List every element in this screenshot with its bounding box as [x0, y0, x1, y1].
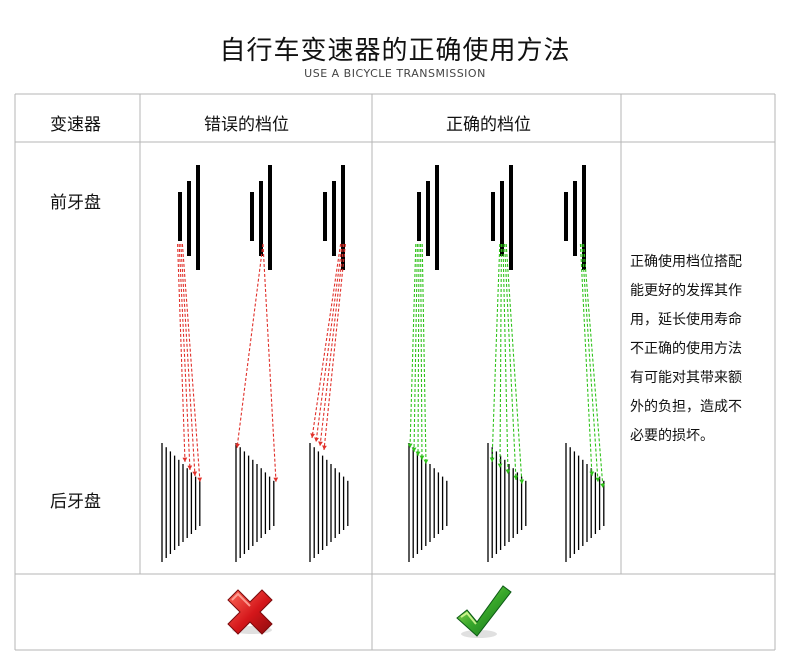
- chain-arrow: [315, 243, 343, 443]
- chain-arrow: [409, 243, 417, 449]
- chain-arrow: [583, 243, 604, 489]
- chain-arrow-head: [273, 477, 279, 482]
- green-check-icon: [456, 585, 512, 638]
- chain-arrow: [311, 243, 342, 439]
- chain-arrow: [181, 243, 201, 483]
- page-subtitle: USE A BICYCLE TRANSMISSION: [304, 67, 486, 80]
- note-line: 正确使用档位搭配: [630, 254, 742, 270]
- chain-arrow-head: [187, 465, 193, 470]
- gear-marks: [161, 165, 605, 562]
- chain-arrow: [491, 243, 501, 463]
- chain-arrow-head: [235, 443, 240, 448]
- chain-arrow-head: [519, 479, 525, 484]
- chain-arrow: [262, 243, 277, 483]
- page-title: 自行车变速器的正确使用方法: [219, 36, 571, 66]
- chain-arrow-head: [182, 457, 188, 462]
- chain-arrow: [420, 243, 423, 461]
- note-line: 外的负担，造成不: [630, 399, 742, 415]
- chain-arrow-head: [513, 475, 519, 480]
- chain-arrow-head: [497, 463, 503, 468]
- label-rear-cassette: 后牙盘: [50, 492, 101, 512]
- chain-arrow: [178, 243, 191, 471]
- chain-arrow-head: [419, 455, 425, 460]
- chain-arrow: [504, 243, 517, 481]
- chain-arrow-head: [415, 451, 421, 456]
- note-line: 不正确的使用方法: [630, 341, 742, 357]
- header-right-gear: 正确的档位: [446, 115, 531, 135]
- usage-note: 正确使用档位搭配 能更好的发挥其作 用，延长使用寿命 不正确的使用方法 有可能对…: [630, 248, 770, 451]
- note-line: 能更好的发挥其作: [630, 283, 742, 299]
- chain-arrow-head: [192, 471, 198, 476]
- chain-arrow-head: [318, 441, 323, 446]
- chain-arrow: [505, 243, 523, 485]
- chain-arrow-head: [322, 445, 327, 450]
- chain-arrow: [421, 243, 427, 465]
- chain-arrow-head: [423, 459, 429, 464]
- chain-arrow-head: [197, 477, 203, 482]
- label-front-chainring: 前牙盘: [50, 193, 101, 213]
- chain-arrow-head: [600, 483, 606, 488]
- note-line: 用，延长使用寿命: [630, 312, 742, 328]
- chain-arrow: [236, 243, 264, 449]
- chain-arrow-head: [595, 477, 601, 482]
- chain-arrow-head: [589, 471, 595, 476]
- chain-arrow: [323, 243, 346, 451]
- chain-arrow: [177, 243, 186, 463]
- red-cross-icon: [227, 589, 273, 635]
- header-wrong-gear: 错误的档位: [204, 115, 289, 135]
- chain-arrow: [180, 243, 196, 477]
- chain-arrow: [417, 243, 420, 457]
- header-derailleur: 变速器: [50, 115, 101, 135]
- note-line: 有可能对其带来额: [630, 370, 742, 386]
- table-grid: [14, 93, 776, 651]
- note-line: 必要的损坏。: [630, 428, 714, 444]
- chain-arrow-head: [411, 447, 417, 452]
- chain-arrows: [177, 243, 606, 489]
- chain-arrow-head: [407, 443, 413, 448]
- chain-arrow-head: [314, 437, 319, 442]
- chain-arrow: [579, 243, 593, 477]
- chain-arrow-head: [505, 469, 511, 474]
- chain-arrow-head: [489, 457, 495, 462]
- chain-arrow: [499, 243, 502, 469]
- chain-arrow: [502, 243, 509, 475]
- chain-arrow-head: [310, 433, 316, 438]
- chain-arrow: [319, 243, 345, 447]
